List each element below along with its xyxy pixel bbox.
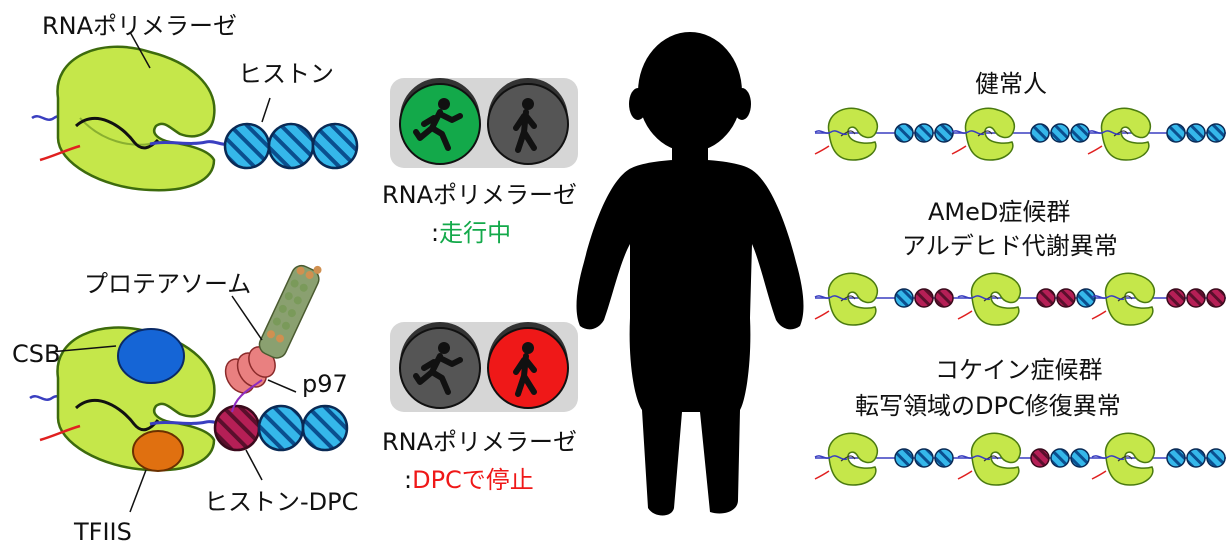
bottom-polymerase-panel: プロテアソーム CSB p97 ヒストン-DPC TFIIS [12, 264, 358, 545]
svg-text::走行中: :走行中 [431, 219, 511, 247]
histone-dpc-label: ヒストン-DPC [204, 488, 358, 516]
histone-3 [311, 122, 359, 170]
running-colon: : [431, 219, 439, 247]
healthy-label: 健常人 [975, 70, 1047, 98]
healthy-strand [814, 107, 1226, 161]
go-light [399, 83, 481, 165]
stopped-colon: : [404, 466, 412, 494]
condition-amed: AMeD症候群 アルデヒド代謝異常 [814, 198, 1226, 326]
condition-cockayne: コケイン症候群 転写領域のDPC修復異常 [814, 356, 1226, 486]
running-status: 走行中 [439, 219, 511, 247]
running-title: RNAポリメラーゼ [382, 181, 577, 209]
top-polymerase-panel: RNAポリメラーゼ ヒストン [31, 12, 359, 192]
child-silhouette [576, 32, 804, 516]
amed-label-line2: アルデヒド代謝異常 [902, 232, 1118, 260]
csb-label: CSB [12, 340, 60, 368]
stopped-status: DPCで停止 [412, 466, 534, 494]
rna-polymerase-top [56, 45, 216, 192]
tfiis-protein [132, 430, 184, 472]
histone-1 [223, 122, 271, 170]
p97-label: p97 [302, 370, 348, 398]
cockayne-label-line2: 転写領域のDPC修復異常 [855, 392, 1121, 420]
signal-stopped: RNAポリメラーゼ :DPCで停止 [382, 322, 578, 494]
csb-protein [117, 328, 185, 384]
rna-polymerase-label: RNAポリメラーゼ [42, 12, 237, 40]
signal-running: RNAポリメラーゼ :走行中 [382, 78, 578, 247]
histone-4 [257, 404, 305, 452]
condition-healthy: 健常人 [814, 70, 1226, 161]
cockayne-strand [814, 432, 1226, 486]
tfiis-label: TFIIS [73, 518, 132, 545]
histone-label: ヒストン [238, 60, 334, 88]
amed-label-line1: AMeD症候群 [928, 198, 1070, 226]
p97-complex [224, 346, 276, 394]
proteasome-label: プロテアソーム [84, 270, 251, 298]
svg-text::DPCで停止: :DPCで停止 [404, 466, 534, 494]
histone-2 [267, 122, 315, 170]
amed-strand [814, 272, 1226, 326]
stopped-title: RNAポリメラーゼ [382, 428, 577, 456]
histone-dpc [213, 404, 261, 452]
proteasome-complex [258, 264, 322, 359]
histone-5 [301, 404, 349, 452]
stop-light [487, 327, 569, 409]
cockayne-label-line1: コケイン症候群 [935, 356, 1103, 384]
